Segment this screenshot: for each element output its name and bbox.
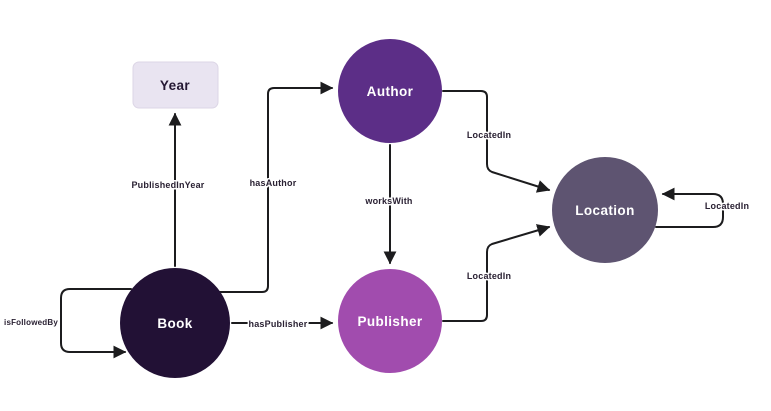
edge-label-published-in-year: PublishedInYear [131, 180, 204, 190]
edge-located-in-from-publisher [442, 224, 551, 322]
node-year-shape [132, 61, 219, 109]
node-publisher-shape [338, 269, 442, 373]
node-publisher: Publisher [338, 269, 442, 373]
edge-label-has-author: hasAuthor [250, 178, 297, 188]
node-book-shape [120, 268, 230, 378]
node-year: Year [132, 61, 219, 109]
edge-label-layer: PublishedInYear hasAuthor worksWith hasP… [3, 129, 751, 331]
edge-layer [60, 81, 724, 359]
edge-label-located-in-author: LocatedIn [467, 130, 511, 140]
node-year-label: Year [160, 78, 190, 93]
edge-located-in-from-author [442, 90, 551, 193]
node-book-label: Book [157, 316, 192, 331]
node-location: Location [552, 157, 658, 263]
node-location-label: Location [575, 203, 634, 218]
edge-label-works-with: worksWith [364, 196, 412, 206]
edge-label-is-followed-by: isFollowedBy [4, 318, 58, 327]
edge-label-located-in-location: LocatedIn [705, 201, 749, 211]
node-author-label: Author [367, 84, 414, 99]
edge-label-located-in-publisher: LocatedIn [467, 271, 511, 281]
node-book: Book [120, 268, 230, 378]
node-location-shape [552, 157, 658, 263]
edge-is-followed-by-self-loop [60, 288, 132, 359]
node-publisher-label: Publisher [357, 314, 422, 329]
edge-located-in-self-loop [655, 187, 724, 228]
node-author-shape [338, 39, 442, 143]
node-author: Author [338, 39, 442, 143]
edge-has-author [213, 81, 334, 293]
edge-label-has-publisher: hasPublisher [249, 319, 308, 329]
